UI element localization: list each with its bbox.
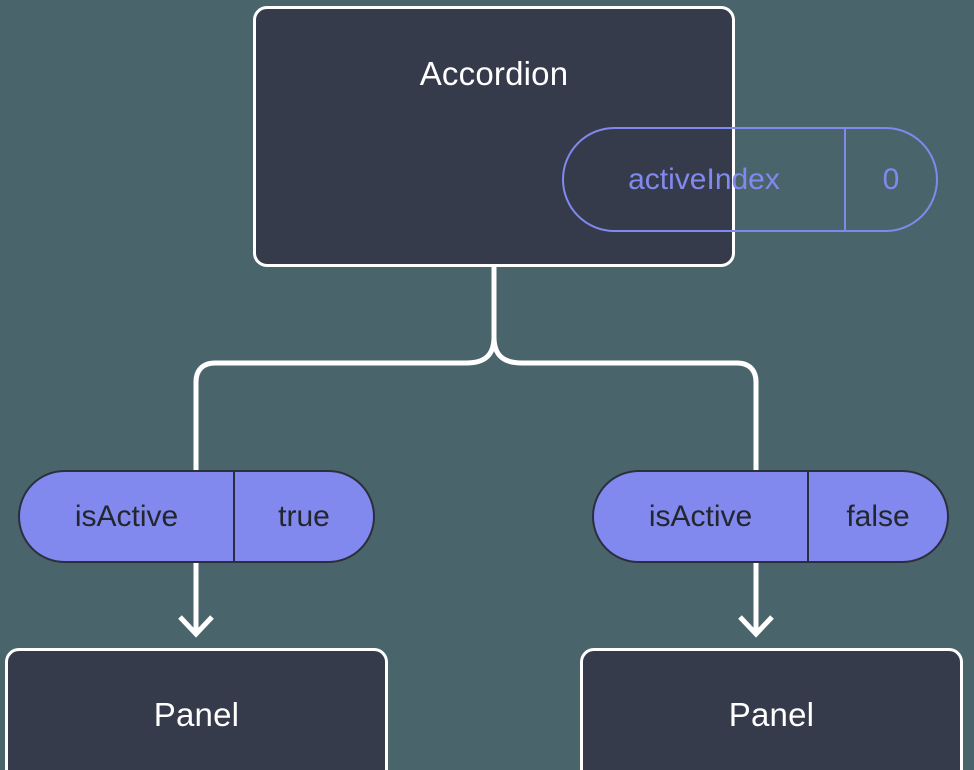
component-node-panel-right[interactable]: Panel — [580, 648, 963, 770]
prop-pill-key: isActive — [594, 472, 809, 561]
prop-pill-is-active-true[interactable]: isActive true — [18, 470, 375, 563]
accordion-title: Accordion — [419, 55, 569, 92]
panel-title: Panel — [153, 696, 240, 733]
branch-line-left — [193, 336, 497, 470]
prop-pill-value: true — [278, 499, 330, 533]
prop-pill-value: false — [846, 499, 910, 533]
prop-pill-key: isActive — [20, 472, 235, 561]
state-pill-key: activeIndex — [564, 129, 846, 230]
state-pill-value: 0 — [882, 162, 900, 196]
arrowhead-left — [178, 615, 214, 638]
branch-line-right — [491, 336, 759, 470]
prop-pill-is-active-false[interactable]: isActive false — [592, 470, 949, 563]
component-node-panel-left[interactable]: Panel — [5, 648, 388, 770]
panel-title: Panel — [728, 696, 815, 733]
state-pill-active-index[interactable]: activeIndex 0 — [562, 127, 938, 232]
arrowhead-right — [738, 615, 774, 638]
component-node-accordion[interactable]: Accordion activeIndex 0 — [253, 6, 938, 267]
